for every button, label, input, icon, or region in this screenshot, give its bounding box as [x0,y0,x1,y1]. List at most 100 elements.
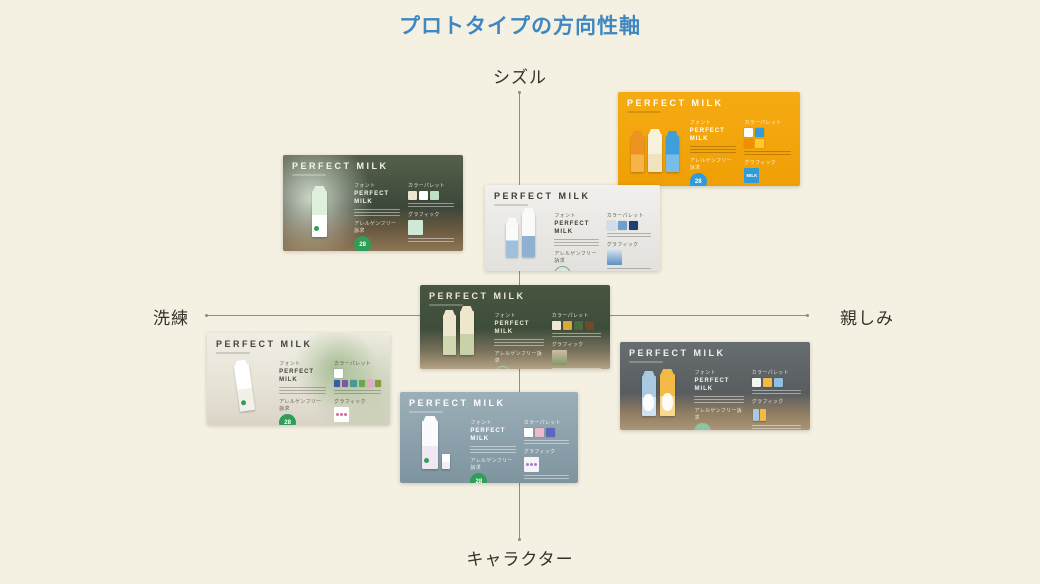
spec-col-right: カラーパレットグラフィック [334,360,381,425]
text-lines [523,475,569,479]
color-swatch [762,378,772,387]
page-title: プロトタイプの方向性軸 [399,15,641,38]
palette-row [751,378,801,387]
carton-badge-dot [314,226,320,231]
text-line [694,399,744,400]
font-sample: PERFECT MILK [689,128,725,142]
text-lines [334,390,381,394]
card-title: PERFECT MILK [216,339,313,349]
section-label-font: フォント [689,120,711,126]
text-lines [470,446,516,453]
spec-col-right: カラーパレットグラフィック [523,419,569,483]
carton-group [627,117,683,177]
carton-cap [642,371,656,377]
graphic-pack [752,408,759,421]
graphic-pack [759,408,766,421]
color-swatch [366,380,373,387]
section-label-graphic: グラフィック [334,399,366,405]
palette-row [334,369,381,378]
text-line [279,390,327,391]
badge-row: Allergen Free [554,266,598,271]
text-lines [279,387,327,394]
graphic-thumb [551,350,567,365]
text-line [751,390,801,391]
color-swatch [755,139,765,148]
axis-label-character: キャラクター [466,550,574,569]
allergen-badge: 28 [470,473,488,483]
text-line [551,333,601,334]
carton-group [494,208,547,262]
font-sample: PERFECT MILK [554,221,590,235]
text-line [523,440,569,441]
section-label-palette: カラーパレット [751,370,789,376]
color-swatch [744,139,754,148]
text-line [689,146,737,147]
graphic-thumb [334,407,350,422]
graphic-dot [529,463,533,466]
section-label-font: フォント [494,313,516,319]
text-line [694,396,744,397]
font-sample: PERFECT MILK [694,378,730,392]
axis-label-friendly: 親しみ [840,309,894,328]
text-lines [606,233,651,237]
card-tagline-line [292,174,326,176]
graphic-dot [344,413,348,416]
text-line [470,452,516,453]
milk-carton [659,369,675,416]
milk-carton [506,218,519,257]
card-title: PERFECT MILK [627,98,724,108]
text-line [551,336,601,337]
text-line [494,345,544,346]
text-line [408,206,454,207]
palette-row [408,191,454,200]
milk-carton [665,131,679,172]
card-title: PERFECT MILK [629,348,726,358]
card-tagline-line [409,411,443,413]
axis-label-refined: 洗練 [153,309,189,328]
color-swatch [408,191,418,200]
section-label-font: フォント [554,213,576,219]
card-tagline-line [216,352,250,354]
text-line [354,215,401,216]
text-line [494,342,544,343]
text-line [744,154,791,155]
section-label-palette: カラーパレット [408,183,446,189]
text-lines [751,425,801,429]
section-label-font: フォント [470,420,492,426]
palette-row [744,128,791,137]
spec-col-right: カラーパレットグラフィック [551,312,601,369]
text-line [279,393,327,394]
text-line [751,428,801,429]
text-lines [554,239,599,246]
text-line [744,151,791,152]
palette-row [523,428,569,437]
carton-group [216,358,272,416]
section-label-palette: カラーパレット [551,313,589,319]
carton-group [429,306,487,360]
carton-group [629,367,687,421]
carton-cap [648,129,662,135]
color-swatch [551,321,561,330]
color-swatch [628,221,638,230]
color-swatch [545,428,555,437]
milk-carton [442,310,456,355]
text-lines [354,209,401,216]
